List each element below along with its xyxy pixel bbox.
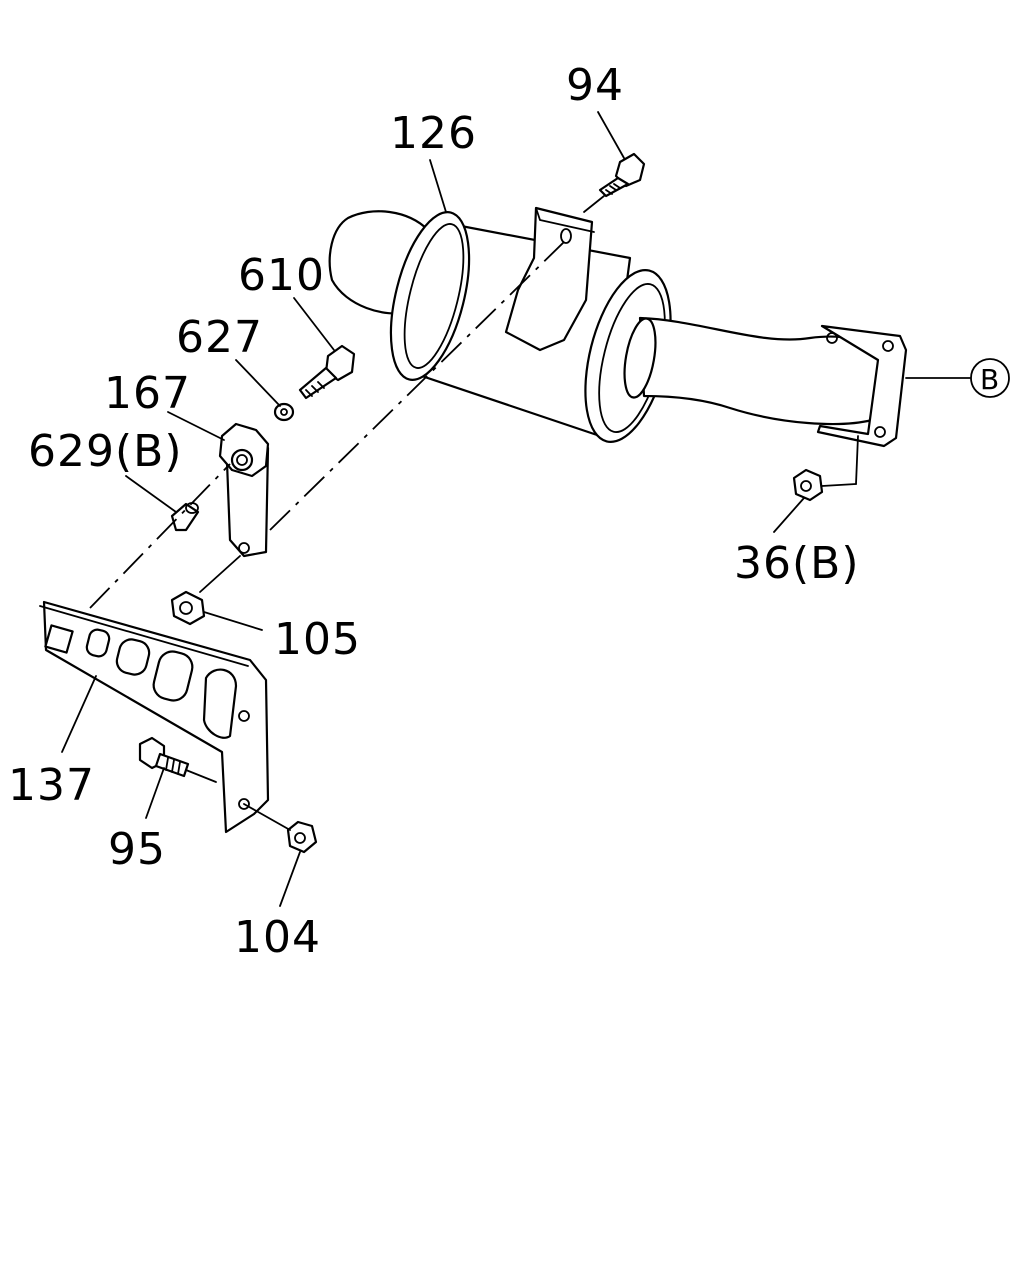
label-126: 126: [390, 108, 477, 159]
reference-circle-b: [970, 358, 1010, 398]
nut-36: [792, 468, 824, 502]
bolt-610: [298, 344, 356, 400]
nut-104: [286, 820, 318, 854]
label-105: 105: [274, 614, 361, 665]
leader-lines: [61, 111, 971, 907]
label-610: 610: [238, 250, 325, 301]
label-104: 104: [234, 912, 321, 963]
label-627: 627: [176, 312, 263, 363]
label-137: 137: [8, 760, 95, 811]
washer-627: [273, 402, 295, 422]
collar-629: [170, 502, 200, 532]
bolt-95: [138, 736, 190, 778]
center-lines: [89, 195, 859, 831]
label-167: 167: [104, 368, 191, 419]
callout-labels: 94 126 610 627 167 629(B) 105 137 95 104…: [8, 60, 1010, 963]
label-36: 36(B): [734, 538, 860, 589]
heat-shield-137: [39, 600, 270, 834]
mounting-bracket-167: [218, 422, 270, 558]
nut-105: [170, 590, 206, 626]
label-b: B: [980, 363, 999, 396]
label-629: 629(B): [28, 426, 183, 477]
bolt-94: [598, 152, 646, 198]
label-94: 94: [566, 60, 624, 111]
muffler-assembly: [328, 206, 908, 448]
label-95: 95: [108, 824, 166, 875]
